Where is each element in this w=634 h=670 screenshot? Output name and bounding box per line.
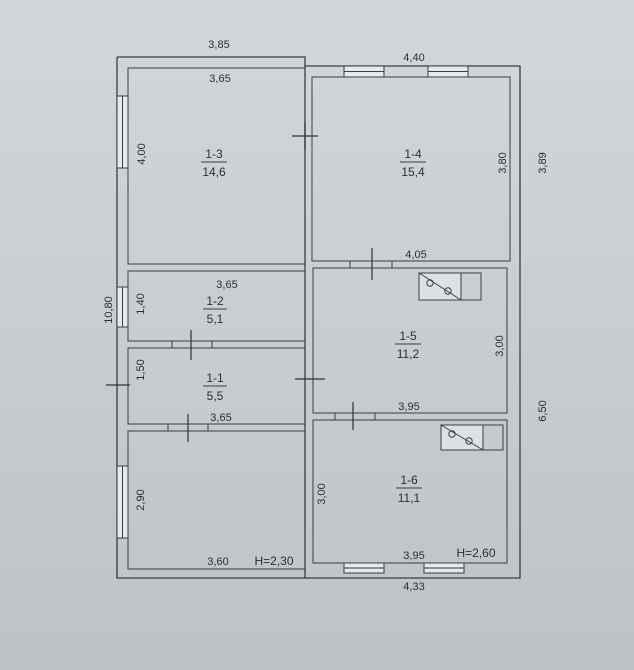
dimension-label: 4,00 (136, 143, 148, 164)
ceiling-height-right: H=2,60 (456, 546, 495, 560)
dimension-label: 1,40 (135, 293, 147, 314)
room-id: 1-5 (399, 329, 417, 343)
dimension-label: 3,95 (398, 401, 419, 413)
room-id: 1-2 (206, 294, 224, 308)
dimension-label: 1,50 (135, 359, 147, 380)
dimension-label: 3,00 (494, 335, 506, 356)
dimension-label: 10,80 (103, 296, 115, 324)
room-area: 11,2 (397, 347, 420, 361)
right-block-walls (305, 65, 521, 579)
room-area: 14,6 (202, 165, 226, 179)
room-area: 11,1 (398, 491, 421, 505)
room-labels: 1-3 14,6 1-4 15,4 1-2 5,1 1-5 11,2 1-1 5… (201, 147, 426, 505)
dimension-label: 3,60 (207, 556, 228, 568)
dimension-label: 3,00 (316, 483, 328, 504)
room-area: 5,5 (207, 389, 224, 403)
stove-icon (440, 424, 504, 451)
ceiling-height-left: H=2,30 (254, 554, 293, 568)
room-area: 5,1 (207, 312, 224, 326)
dimension-label: 4,05 (405, 249, 426, 261)
dimension-label: 3,65 (216, 279, 237, 291)
dimension-label: 3,89 (537, 152, 549, 173)
dimension-label: 4,33 (403, 581, 424, 593)
dimension-label: 3,65 (210, 412, 231, 424)
ceiling-height-labels: H=2,30 H=2,60 (254, 546, 495, 568)
dimension-label: 6,50 (537, 400, 549, 421)
room-id: 1-4 (404, 147, 422, 161)
door-markers (106, 122, 393, 442)
dimension-label: 4,40 (403, 52, 424, 64)
room-id: 1-6 (400, 473, 418, 487)
stove-icon (418, 272, 482, 301)
room-area: 15,4 (401, 165, 425, 179)
dimension-labels: 3,85 4,40 3,65 4,00 3,80 3,89 4,05 3,65 … (103, 39, 549, 593)
dimension-label: 3,80 (497, 152, 509, 173)
bottom-windows (343, 562, 465, 574)
room-id: 1-3 (205, 147, 223, 161)
left-windows (116, 95, 129, 539)
top-windows (343, 65, 469, 78)
dimension-label: 2,90 (135, 489, 147, 510)
room-id: 1-1 (206, 371, 224, 385)
dimension-label: 3,65 (209, 73, 230, 85)
dimension-label: 3,95 (403, 550, 424, 562)
dimension-label: 3,85 (208, 39, 229, 51)
